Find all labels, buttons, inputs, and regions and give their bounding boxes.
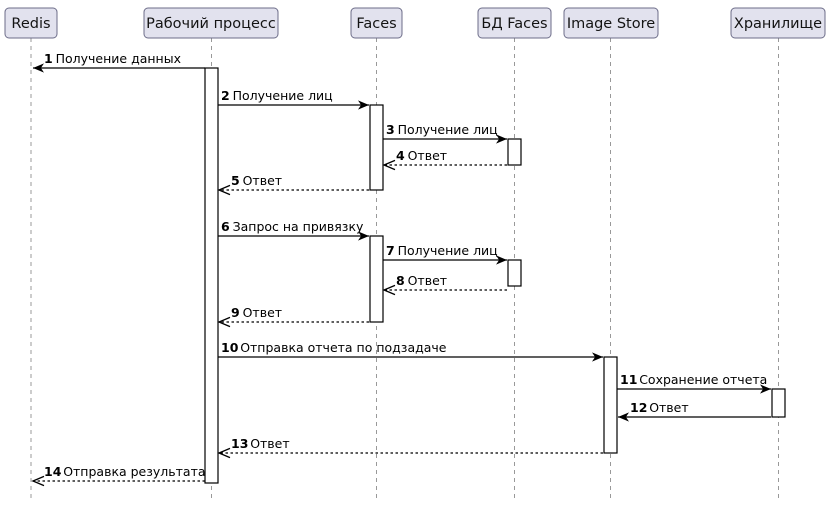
message-label-11: Сохранение отчета	[639, 372, 767, 387]
message-label-3: Получение лиц	[398, 122, 498, 137]
message-number-2: 2	[221, 88, 230, 103]
activation-bar-worker	[204, 67, 219, 484]
participant-box-faces	[350, 7, 403, 39]
message-label-2: Получение лиц	[233, 88, 333, 103]
participant-label-faces: Faces	[356, 16, 396, 32]
arrowhead-2	[358, 100, 369, 110]
message-label-5: Ответ	[243, 173, 282, 188]
participant-box-worker	[143, 7, 279, 39]
participant-redis[interactable]: Redis	[4, 7, 58, 39]
participant-faces[interactable]: Faces	[350, 7, 403, 39]
participant-worker[interactable]: Рабочий процесс	[143, 7, 279, 39]
message-label-4: Ответ	[408, 148, 447, 163]
message-number-4: 4	[396, 148, 405, 163]
activation-bar-storage	[771, 388, 786, 418]
arrowhead-6	[358, 231, 369, 241]
activation-bar-faces	[369, 235, 384, 323]
message-number-7: 7	[386, 243, 395, 258]
message-number-11: 11	[620, 372, 637, 387]
message-number-14: 14	[44, 464, 62, 479]
message-number-9: 9	[231, 305, 240, 320]
lifelines-layer	[30, 38, 779, 500]
message-label-6: Запрос на привязку	[233, 219, 364, 234]
message-number-5: 5	[231, 173, 240, 188]
participant-faces_db[interactable]: БД Faces	[477, 7, 552, 39]
activation-bar-faces_db	[507, 259, 522, 287]
arrowhead-10	[592, 352, 603, 362]
arrowhead-3	[496, 134, 507, 144]
message-number-3: 3	[386, 122, 395, 137]
arrowhead-9	[217, 316, 231, 328]
message-label-14: Отправка результата	[63, 464, 205, 479]
arrowhead-14	[31, 475, 45, 487]
message-number-6: 6	[221, 219, 230, 234]
participant-box-storage	[730, 7, 826, 39]
participant-image_store[interactable]: Image Store	[563, 7, 659, 39]
arrowhead-1	[33, 63, 44, 73]
participant-label-storage: Хранилище	[734, 16, 822, 32]
participant-label-image_store: Image Store	[567, 16, 655, 32]
participant-box-faces_db	[477, 7, 552, 39]
arrowhead-13	[217, 447, 231, 459]
participant-label-worker: Рабочий процесс	[146, 16, 276, 32]
message-label-8: Ответ	[408, 273, 447, 288]
message-label-9: Ответ	[243, 305, 282, 320]
message-number-1: 1	[44, 51, 53, 66]
activation-bar-faces	[369, 104, 384, 191]
participants-layer: Redis Рабочий процесс Faces БД Faces Image S…	[4, 7, 826, 39]
arrowhead-7	[496, 255, 507, 265]
participant-storage[interactable]: Хранилище	[730, 7, 826, 39]
participant-box-redis	[4, 7, 58, 39]
activation-bar-image_store	[603, 356, 618, 454]
message-number-10: 10	[221, 340, 239, 355]
message-label-7: Получение лиц	[398, 243, 498, 258]
arrowhead-5	[217, 184, 231, 196]
message-label-12: Ответ	[649, 400, 688, 415]
message-number-13: 13	[231, 436, 248, 451]
participant-box-image_store	[563, 7, 659, 39]
message-label-10: Отправка отчета по подзадаче	[240, 340, 447, 355]
arrowhead-12	[618, 412, 629, 422]
message-number-12: 12	[630, 400, 647, 415]
message-label-13: Ответ	[250, 436, 289, 451]
arrowhead-11	[760, 384, 771, 394]
message-label-1: Получение данных	[56, 51, 181, 66]
arrowhead-8	[382, 284, 396, 296]
activations-layer	[204, 67, 786, 484]
message-number-8: 8	[396, 273, 405, 288]
arrowhead-4	[382, 159, 396, 171]
participant-label-faces_db: БД Faces	[481, 16, 547, 32]
activation-bar-faces_db	[507, 138, 522, 166]
participant-label-redis: Redis	[11, 16, 50, 32]
